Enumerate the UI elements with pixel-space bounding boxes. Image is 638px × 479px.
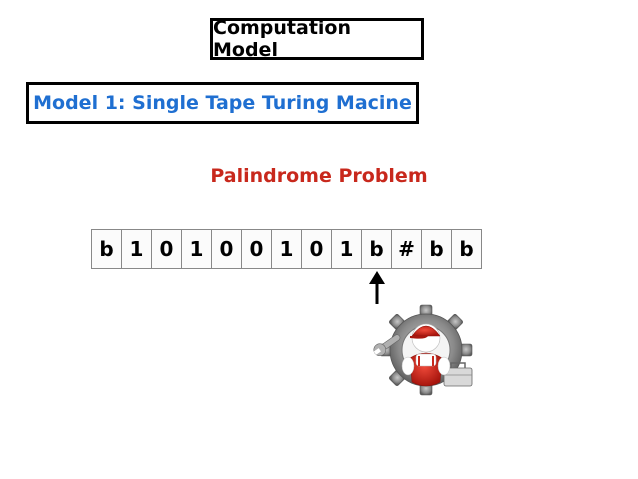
page-title: Computation Model — [210, 17, 424, 61]
tape-cell: # — [391, 229, 422, 269]
model-label-box: Model 1: Single Tape Turing Macine — [26, 82, 419, 124]
tape-cell: 0 — [241, 229, 272, 269]
page-title-text: Computation Model — [213, 17, 352, 61]
tape-cell: b — [451, 229, 482, 269]
tape-cell: b — [91, 229, 122, 269]
tape-cell: 0 — [211, 229, 242, 269]
tape-cell: b — [421, 229, 452, 269]
tape-cell: 1 — [331, 229, 362, 269]
tape-cell: 0 — [301, 229, 332, 269]
mechanic-gear-icon — [373, 304, 473, 396]
tape-cell: 0 — [151, 229, 182, 269]
tape-cell: 1 — [121, 229, 152, 269]
tape-cell-head: b — [361, 229, 392, 269]
tape-cell: 1 — [271, 229, 302, 269]
model-label-text: Model 1: Single Tape Turing Macine — [33, 92, 412, 114]
arrow-up-icon — [369, 271, 385, 304]
tape-cell: 1 — [181, 229, 212, 269]
problem-title: Palindrome Problem — [210, 165, 428, 187]
